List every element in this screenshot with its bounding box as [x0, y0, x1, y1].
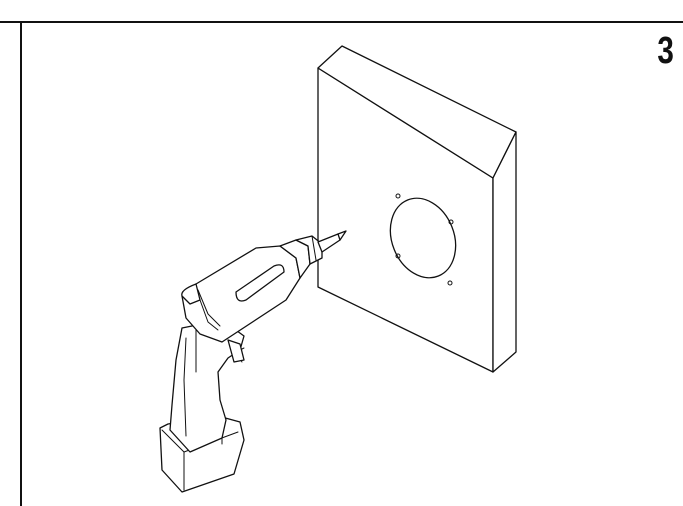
- screw-hole: [448, 219, 454, 225]
- panel-side-face: [492, 131, 517, 373]
- panel-cutout-circle: [389, 197, 457, 279]
- cordless-drill-illustration: [159, 230, 347, 493]
- left-frame-border: [20, 21, 22, 506]
- drill-rear-cap: [181, 283, 201, 305]
- top-divider: [0, 21, 683, 23]
- step-number: 3: [657, 30, 673, 72]
- wall-panel-illustration: [317, 45, 517, 373]
- screw-hole: [395, 253, 401, 259]
- drill-bit-tip: [337, 230, 347, 241]
- drill-body-slot: [235, 264, 285, 302]
- screw-hole: [395, 193, 401, 199]
- drill-trigger: [227, 339, 245, 363]
- screw-hole: [447, 280, 453, 286]
- drill-grip: [169, 319, 245, 453]
